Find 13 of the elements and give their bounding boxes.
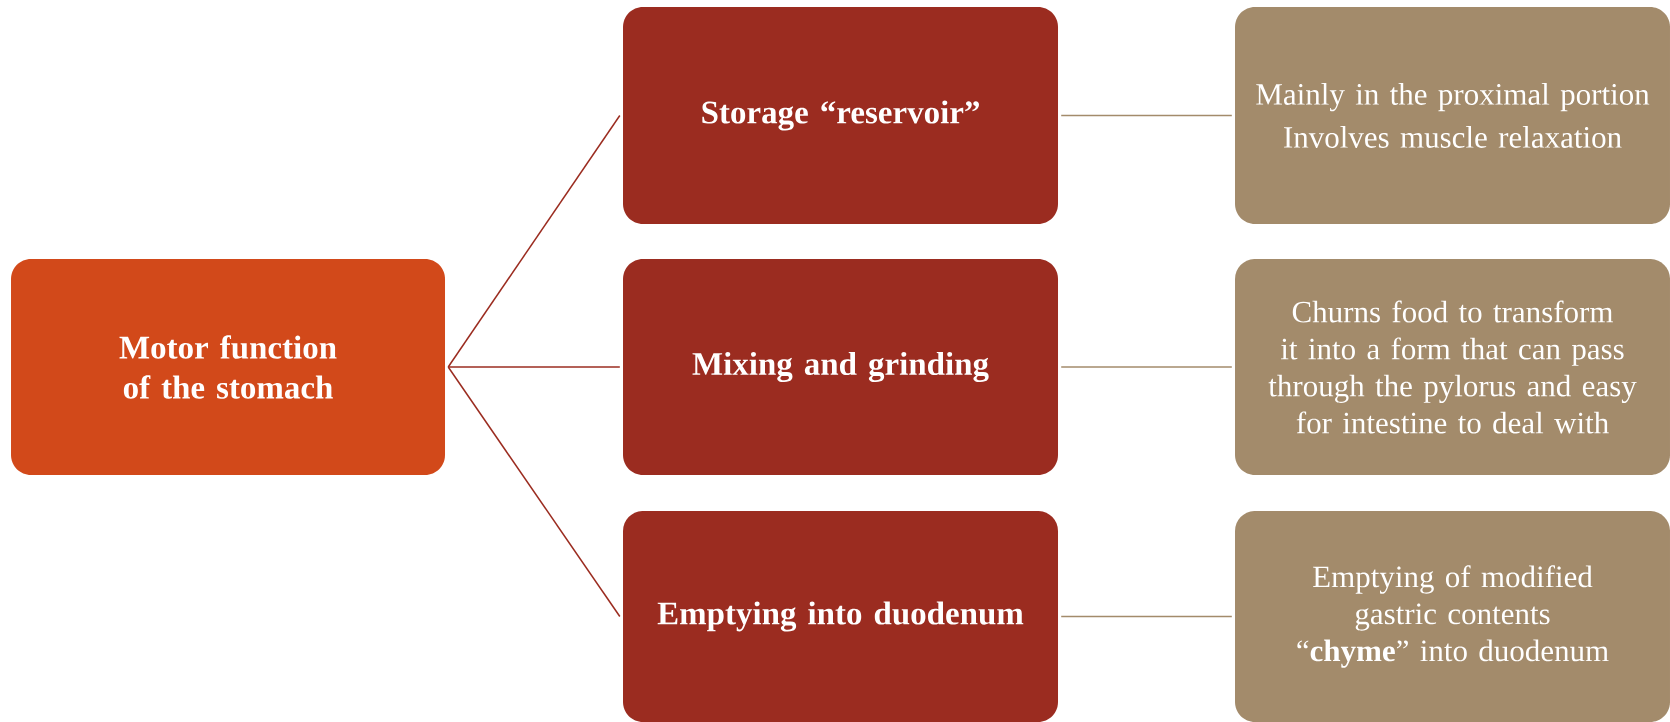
- connector-line: [1060, 114, 1233, 117]
- connector-line: [447, 114, 621, 368]
- connector-line: [447, 366, 621, 618]
- category-box: Emptying into duodenum: [623, 511, 1058, 722]
- category-box: Mixing and grinding: [623, 259, 1058, 475]
- description-box: Churns food to transform it into a form that can pass through the pylorus and easy for intestine to deal with: [1235, 259, 1670, 475]
- category-box: Storage “reservoir”: [623, 7, 1058, 224]
- description-box: Emptying of modified gastric contents “chyme” into duodenum: [1235, 511, 1670, 722]
- description-box: Mainly in the proximal portion Involves muscle relaxation: [1235, 7, 1670, 224]
- connector-line: [1060, 366, 1233, 368]
- topic-box: Motor function of the stomach: [11, 259, 445, 475]
- connector-line: [1060, 615, 1233, 618]
- connector-line: [447, 366, 621, 368]
